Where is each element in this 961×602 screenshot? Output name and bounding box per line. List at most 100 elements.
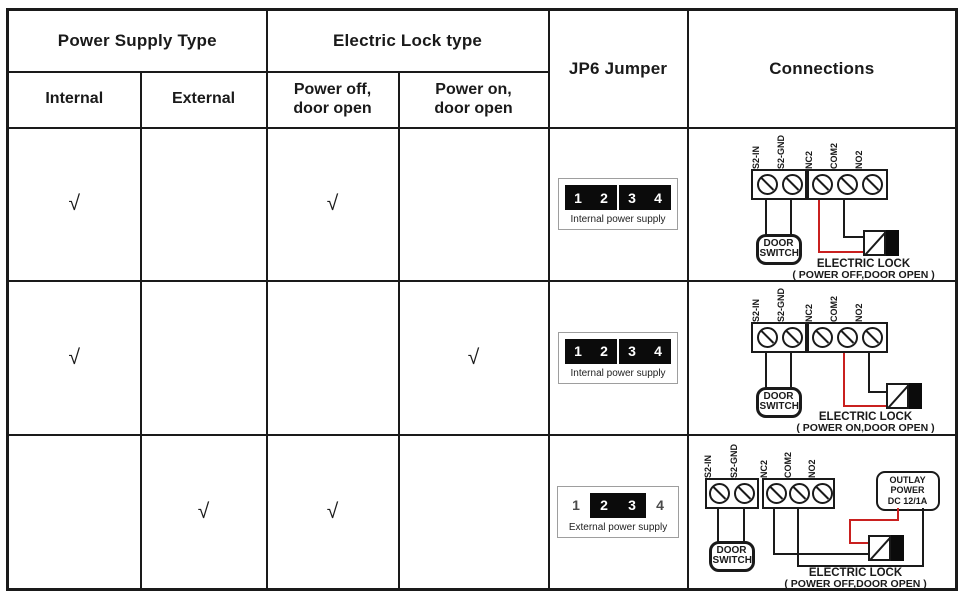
lock-diagonal — [887, 384, 907, 407]
wire-no2-lock-v — [867, 352, 870, 393]
screw-slot — [865, 177, 879, 191]
header-external: External — [139, 70, 268, 129]
terminal-label-s2-in: S2-IN — [750, 298, 761, 322]
jumper-pin-1: 1 — [564, 492, 589, 518]
wire-outlay-red-h1 — [848, 518, 899, 521]
jumper-cap-1-2: 1 2 — [565, 185, 618, 210]
screw-slot — [865, 330, 879, 344]
connection-diagram-row1: S2-IN S2-GND NC2 COM2 NO2 DOOR SWITCH — [689, 129, 956, 281]
cell-row3-connections: S2-IN S2-GND NC2 COM2 NO2 DOOR — [686, 433, 958, 591]
screw-terminal-s2-in — [708, 482, 730, 504]
terminal-label-no2: NO2 — [853, 149, 864, 169]
cell-row3-internal-check — [6, 433, 142, 591]
jumper-caption-row3: External power supply — [568, 521, 668, 533]
terminal-label-nc2: NC2 — [803, 303, 814, 322]
header-internal: Internal — [6, 70, 142, 129]
outlay-line3: DC 12/1A — [887, 496, 928, 507]
electric-lock-sublabel: ( POWER ON,DOOR OPEN ) — [796, 421, 935, 434]
jumper-pin-2: 2 — [600, 343, 608, 359]
screw-terminal-nc2 — [811, 326, 833, 348]
screw-terminal-com2 — [836, 326, 858, 348]
header-connections: Connections — [686, 8, 958, 129]
screw-terminal-s2-gnd — [781, 173, 803, 195]
screw-terminal-no2 — [811, 482, 833, 504]
jumper-pin-3: 3 — [628, 497, 636, 514]
screw-terminal-s2-in — [756, 326, 778, 348]
terminal-strip-left — [704, 477, 759, 509]
cell-row2-power-on-check: √ — [397, 279, 550, 436]
screw-slot — [815, 330, 829, 344]
terminal-label-com2: COM2 — [782, 451, 793, 478]
cell-row3-external-check: √ — [139, 433, 268, 591]
lock-body — [885, 382, 909, 409]
lock-diagonal — [864, 231, 884, 254]
terminal-label-s2-gnd: S2-GND — [775, 287, 786, 322]
wiring-table: Power Supply Type Electric Lock type JP6… — [6, 8, 959, 591]
wire-s2gnd-doorswitch — [789, 199, 792, 236]
door-switch: DOOR SWITCH — [755, 233, 802, 266]
jumper-pin-3: 3 — [628, 343, 636, 359]
outlay-line2: POWER — [890, 485, 925, 496]
jumper-pin-2: 2 — [600, 189, 608, 206]
terminal-label-s2-in: S2-IN — [702, 454, 713, 478]
terminal-label-com2: COM2 — [828, 142, 839, 169]
terminal-label-s2-gnd: S2-GND — [728, 443, 739, 478]
cell-row1-internal-check: √ — [6, 126, 142, 282]
screw-terminal-com2 — [836, 173, 858, 195]
screw-terminal-com2 — [788, 482, 810, 504]
terminal-label-s2-in: S2-IN — [750, 145, 761, 169]
cell-row2-power-off-check — [265, 279, 400, 436]
door-switch-line1: DOOR — [716, 544, 747, 556]
terminal-strip — [750, 321, 888, 353]
screw-slot — [785, 177, 799, 191]
terminal-label-nc2: NC2 — [758, 459, 769, 478]
electric-lock-label: ELECTRIC LOCK — [816, 257, 911, 270]
lock-black-side — [885, 229, 899, 256]
screw-slot — [760, 177, 774, 191]
door-switch-line2: SWITCH — [759, 401, 799, 413]
cell-row2-internal-check: √ — [6, 279, 142, 436]
door-switch-line2: SWITCH — [759, 248, 799, 260]
connection-diagram-row2: S2-IN S2-GND NC2 COM2 NO2 DOOR SWITCH — [689, 282, 956, 434]
header-power-off-line1: Power off, — [293, 81, 372, 99]
electric-lock-icon — [862, 229, 899, 256]
wire-nc2-lock-red-v — [817, 199, 820, 253]
outlay-line1: OUTLAY — [889, 474, 926, 485]
screw-terminal-nc2 — [765, 482, 787, 504]
wire-s2gnd-doorswitch — [789, 352, 792, 389]
wire-com2-lock-red-v — [842, 352, 845, 407]
screw-slot — [815, 177, 829, 191]
screw-slot — [785, 330, 799, 344]
wire-com2-lock-h — [842, 235, 865, 238]
screw-terminal-s2-gnd — [733, 482, 755, 504]
screw-terminal-s2-gnd — [781, 326, 803, 348]
jumper-pin-4: 4 — [654, 343, 662, 359]
cell-row1-power-off-check: √ — [265, 126, 400, 282]
screw-terminal-no2 — [861, 326, 883, 348]
wire-bottom-h — [796, 564, 924, 567]
jumper-cap-3-4: 3 4 — [619, 338, 672, 364]
screw-terminal-nc2 — [811, 173, 833, 195]
header-jp6-jumper: JP6 Jumper — [547, 8, 689, 129]
screw-slot — [840, 177, 854, 191]
terminal-label-no2: NO2 — [853, 302, 864, 322]
terminal-strip — [750, 168, 888, 200]
header-electric-lock-type: Electric Lock type — [265, 8, 550, 73]
wire-outlay-red-v2 — [848, 518, 851, 544]
wire-s2in-doorswitch — [764, 352, 767, 389]
wire-outlay-red-h2 — [848, 541, 870, 544]
jumper-pin-3: 3 — [628, 189, 636, 206]
jumper-pin-4: 4 — [648, 492, 673, 518]
lock-black-side — [890, 534, 904, 561]
screw-terminal-s2-in — [756, 173, 778, 195]
jumper-pin-2: 2 — [600, 497, 608, 514]
jumper-cap-1-2: 1 2 — [565, 338, 618, 364]
electric-lock-icon — [885, 382, 922, 409]
header-power-off-line2: door open — [293, 99, 372, 117]
jp6-jumper-diagram-row1: 1 2 3 4 Internal power supply — [558, 178, 679, 230]
jumper-caption-row1: Internal power supply — [570, 214, 666, 225]
cell-row2-connections: S2-IN S2-GND NC2 COM2 NO2 DOOR SWITCH — [686, 279, 958, 436]
cell-row3-power-off-check: √ — [265, 433, 400, 591]
header-power-on-door-open: Power on, door open — [397, 70, 550, 129]
lock-body — [862, 229, 886, 256]
